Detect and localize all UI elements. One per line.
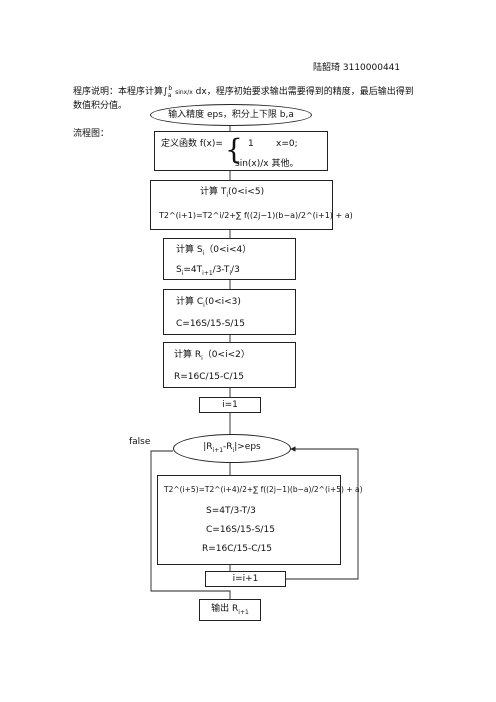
output-label: 输出 R <box>211 603 239 614</box>
s-lhs: S <box>176 265 182 275</box>
init-i-label: i=1 <box>222 399 238 410</box>
calc-c-formula: C=16S/15-S/15 <box>176 319 245 329</box>
output-text: 输出 Ri+1 <box>211 603 249 616</box>
s-term1: =4T <box>183 265 203 275</box>
brace-symbol: { <box>225 133 243 166</box>
calc-t-node: 计算 Ti(0<i<5) T2^(i+1)=T2^i/2+∑ f((2j−1)(… <box>150 180 353 230</box>
loop-s-formula: S=4T/3-T/3 <box>206 506 256 516</box>
define-case2: sin(x)/x 其他。 <box>235 159 299 169</box>
loop-body-node: T2^(i+5)=T2^(i+4)/2+∑ f((2j−1)(b−a)/2^(i… <box>157 475 363 565</box>
calc-s-formula: Si=4Ti+1/3-Ti/3 <box>176 265 240 277</box>
s-end: /3 <box>231 265 240 275</box>
calc-s-title: 计算 S <box>176 245 203 255</box>
cond-part2: -R <box>223 442 233 453</box>
cond-part1: |R <box>203 442 213 453</box>
calc-r-formula: R=16C/15-C/15 <box>174 372 245 382</box>
author-line: 陆韶琦 3110000441 <box>313 63 401 73</box>
calc-c-heading: 计算 Ci(0<i<3) <box>176 297 241 309</box>
calc-t-title: 计算 T <box>200 187 227 197</box>
input-label: 输入精度 eps，积分上下限 b,a <box>168 109 294 120</box>
integrand: sinx/x <box>175 89 193 96</box>
calc-r-range: （0<i<2） <box>202 350 250 360</box>
condition-node: |Ri+1-Ri|>eps <box>173 434 291 463</box>
calc-s-range: （0<i<4） <box>204 245 252 255</box>
define-function-node: 定义函数 f(x)= { 1 x=0; sin(x)/x 其他。 <box>154 131 328 171</box>
loop-c-formula: C=16S/15-S/15 <box>206 525 275 535</box>
calc-c-node: 计算 Ci(0<i<3) C=16S/15-S/15 <box>163 289 296 335</box>
flow-label: 流程图： <box>73 129 110 139</box>
define-case1-value: 1 <box>248 139 254 149</box>
calc-s-heading: 计算 Si（0<i<4） <box>176 245 252 257</box>
calc-t-formula: T2^(i+1)=T2^i/2+∑ f((2j−1)(b−a)/2^(i+1) … <box>159 211 353 220</box>
intro-suffix: dx，程序初始要求输出需要得到的精度，最后输出得到 <box>195 87 414 97</box>
condition-text: |Ri+1-Ri|>eps <box>203 442 261 454</box>
calc-r-title: 计算 R <box>174 350 202 360</box>
intro-line1: 程序说明：本程序计算∫ab sinx/x dx，程序初始要求输出需要得到的精度，… <box>73 86 414 99</box>
define-case1-condition: x=0; <box>276 139 298 149</box>
cond-part3: |>eps <box>234 442 261 453</box>
calc-c-range: (0<i<3) <box>204 297 241 307</box>
increment-label: i=i+1 <box>232 573 259 584</box>
false-label: false <box>129 437 151 447</box>
output-node: 输出 Ri+1 <box>199 599 261 621</box>
calc-s-node: 计算 Si（0<i<4） Si=4Ti+1/3-Ti/3 <box>163 238 296 280</box>
calc-c-title: 计算 C <box>176 297 204 307</box>
calc-t-range: (0<i<5) <box>228 187 265 197</box>
s-term2: /3-T <box>212 265 230 275</box>
init-i-node: i=1 <box>199 397 261 413</box>
increment-node: i=i+1 <box>205 571 286 587</box>
loop-t-formula: T2^(i+5)=T2^(i+4)/2+∑ f((2j−1)(b−a)/2^(i… <box>164 485 363 494</box>
loop-r-formula: R=16C/15-C/15 <box>202 544 273 554</box>
intro-line2: 数值积分值。 <box>73 101 128 111</box>
integral-lower: a <box>167 91 172 99</box>
calc-r-node: 计算 Ri（0<i<2） R=16C/15-C/15 <box>163 342 296 388</box>
calc-t-heading: 计算 Ti(0<i<5) <box>200 187 265 199</box>
calc-r-heading: 计算 Ri（0<i<2） <box>174 350 250 362</box>
input-node: 输入精度 eps，积分上下限 b,a <box>150 104 312 126</box>
define-title: 定义函数 f(x)= <box>161 139 223 149</box>
intro-prefix: 程序说明：本程序计算∫ <box>73 87 168 97</box>
integral-upper: b <box>168 85 173 92</box>
